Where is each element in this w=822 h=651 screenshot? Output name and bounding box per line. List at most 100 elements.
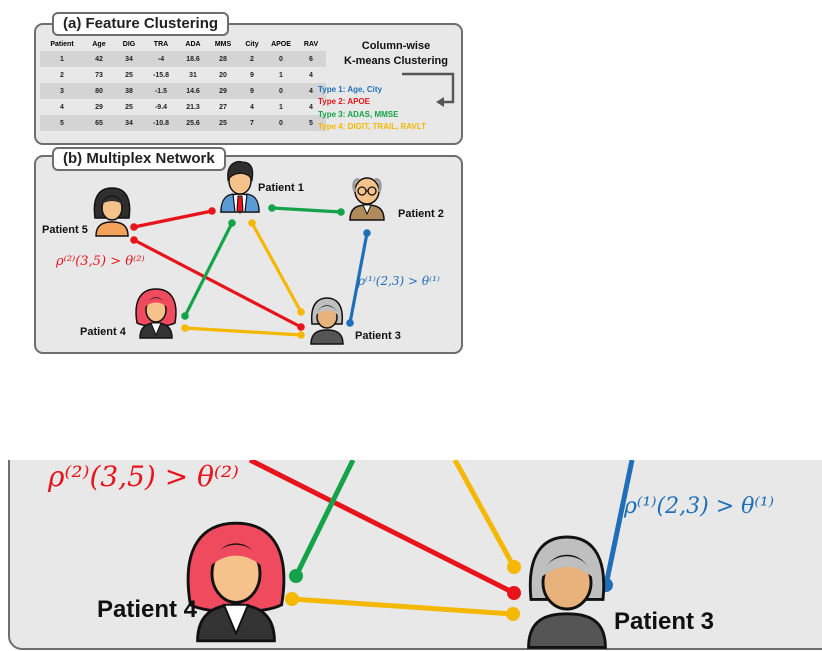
- zoom-edge-dot: [289, 569, 303, 583]
- zoom-edge-dot: [507, 586, 521, 600]
- edge-dot: [208, 207, 216, 215]
- zoom-patient3-avatar-icon: [527, 535, 607, 649]
- table-cell: 34: [114, 115, 144, 131]
- patient5-avatar-icon: [93, 187, 131, 237]
- table-cell: 34: [114, 51, 144, 67]
- table-cell: 42: [84, 51, 114, 67]
- type4-label: Type 4: DIGIT, TRAIL, RAVLT: [318, 122, 426, 131]
- edge-dot: [181, 312, 189, 320]
- multiplex-network-graph: [93, 160, 385, 345]
- table-cell: -4: [144, 51, 178, 67]
- edge-dot: [297, 308, 305, 316]
- table-row: 2 73 25 -15.8 31 20 9 1 4: [40, 67, 326, 83]
- zoom-patient3-label: Patient 3: [614, 608, 715, 635]
- clustering-title: Column-wise K-means Clustering: [336, 39, 456, 69]
- zoom-edge-blue: [603, 460, 635, 586]
- table-cell: -9.4: [154, 103, 168, 111]
- zoom-edge-yellow-p4-p3: [291, 596, 514, 617]
- table-cell: 20: [219, 71, 227, 79]
- zoom-edge-green: [293, 460, 356, 578]
- table-cell: 73: [95, 71, 103, 79]
- table-cell: 18.6: [178, 51, 208, 67]
- type1-label: Type 1: Age, City: [318, 85, 383, 94]
- table-cell: 3: [40, 83, 84, 99]
- table-cell: 1: [279, 71, 283, 79]
- table-row: 5 65 34 -10.8 25.6 25 7 0 5: [40, 115, 326, 131]
- zoom-edge-dot: [506, 607, 520, 621]
- table-cell: 4: [309, 71, 313, 79]
- table-cell: -15.8: [153, 71, 169, 79]
- table-cell: 7: [238, 115, 266, 131]
- patient3-label: Patient 3: [355, 330, 401, 342]
- col-age: Age: [92, 40, 106, 48]
- edge-dot: [297, 323, 305, 331]
- type2-label: Type 2: APOE: [318, 97, 371, 106]
- zoom-blue-correlation-formula: ρ⁽¹⁾(2,3) > θ⁽¹⁾: [624, 494, 775, 519]
- table-cell: 9: [250, 71, 254, 79]
- zoom-edge-dot: [285, 592, 299, 606]
- table-cell: 0: [266, 83, 296, 99]
- col-apoe: APOE: [271, 40, 291, 48]
- edge-yellow-p4-p3: [184, 326, 302, 337]
- clustering-title-line1: Column-wise: [361, 40, 431, 52]
- table-cell: 14.6: [178, 83, 208, 99]
- table-cell: 65: [84, 115, 114, 131]
- zoom-edge-red: [248, 460, 516, 596]
- feature-clustering-panel: Patient Age DIG TRA ADA MMS City APOE RA…: [34, 23, 463, 145]
- edge-dot: [337, 208, 345, 216]
- edge-yellow-p1-p3: [250, 222, 303, 313]
- table-cell: 25: [208, 115, 238, 131]
- zoom-patient4-label: Patient 4: [97, 596, 198, 623]
- table-cell: 25: [125, 71, 133, 79]
- table-cell: 1: [40, 51, 84, 67]
- feature-table: Patient Age DIG TRA ADA MMS City APOE RA…: [40, 37, 326, 131]
- edge-dot: [268, 204, 276, 212]
- table-cell: 9: [238, 83, 266, 99]
- table-cell: 5: [296, 115, 326, 131]
- type3-label: Type 3: ADAS, MMSE: [318, 110, 399, 119]
- red-correlation-formula: ρ⁽²⁾(3,5) > θ⁽²⁾: [56, 254, 145, 269]
- table-cell: 2: [238, 51, 266, 67]
- edge-blue-p2-p3: [348, 232, 369, 324]
- zoom-panel-background: [8, 460, 822, 650]
- col-city: City: [245, 40, 259, 48]
- patient2-label: Patient 2: [398, 208, 444, 220]
- table-cell: 38: [114, 83, 144, 99]
- col-rav: RAV: [303, 40, 319, 48]
- edge-dot: [297, 331, 305, 339]
- table-header-row: Patient Age DIG TRA ADA MMS City APOE RA…: [40, 37, 326, 51]
- table-cell: 21.3: [186, 103, 200, 111]
- table-cell: 28: [208, 51, 238, 67]
- edge-red-p5-p3: [133, 238, 302, 329]
- col-tra: TRA: [153, 40, 169, 48]
- table-cell: 1: [279, 103, 283, 111]
- edge-dot: [248, 219, 256, 227]
- edge-green-p1-p2: [271, 206, 342, 214]
- zoomed-network-view: ρ⁽²⁾(3,5) > θ⁽²⁾ ρ⁽¹⁾(2,3) > θ⁽¹⁾ Patien…: [0, 460, 822, 651]
- table-cell: 25: [125, 103, 133, 111]
- col-dig: DIG: [122, 40, 136, 48]
- feature-clustering-title: (a) Feature Clustering: [52, 12, 230, 36]
- clustering-title-line2: K-means Clustering: [344, 55, 448, 67]
- table-cell: 5: [40, 115, 84, 131]
- edge-dot: [228, 219, 236, 227]
- table-cell: 4: [250, 103, 254, 111]
- edge-dot: [130, 223, 138, 231]
- table-cell: 4: [309, 103, 313, 111]
- patient1-avatar-icon: [220, 160, 260, 214]
- table-cell: 0: [266, 115, 296, 131]
- edge-dot: [130, 236, 138, 244]
- patient1-label: Patient 1: [258, 182, 304, 194]
- zoom-red-correlation-formula: ρ⁽²⁾(3,5) > θ⁽²⁾: [48, 460, 239, 493]
- zoom-edge-dot: [507, 560, 521, 574]
- edge-green-p1-p4: [183, 222, 234, 317]
- multiplex-network-title: (b) Multiplex Network: [52, 147, 226, 171]
- zoom-edge-yellow-p1-p3: [452, 460, 517, 569]
- patient2-avatar-icon: [349, 177, 385, 221]
- patient4-avatar-icon: [135, 288, 177, 339]
- edge-dot: [363, 229, 371, 237]
- table-cell: 2: [60, 71, 64, 79]
- table-cell: 0: [266, 51, 296, 67]
- table-cell: 80: [84, 83, 114, 99]
- table-cell: 6: [296, 51, 326, 67]
